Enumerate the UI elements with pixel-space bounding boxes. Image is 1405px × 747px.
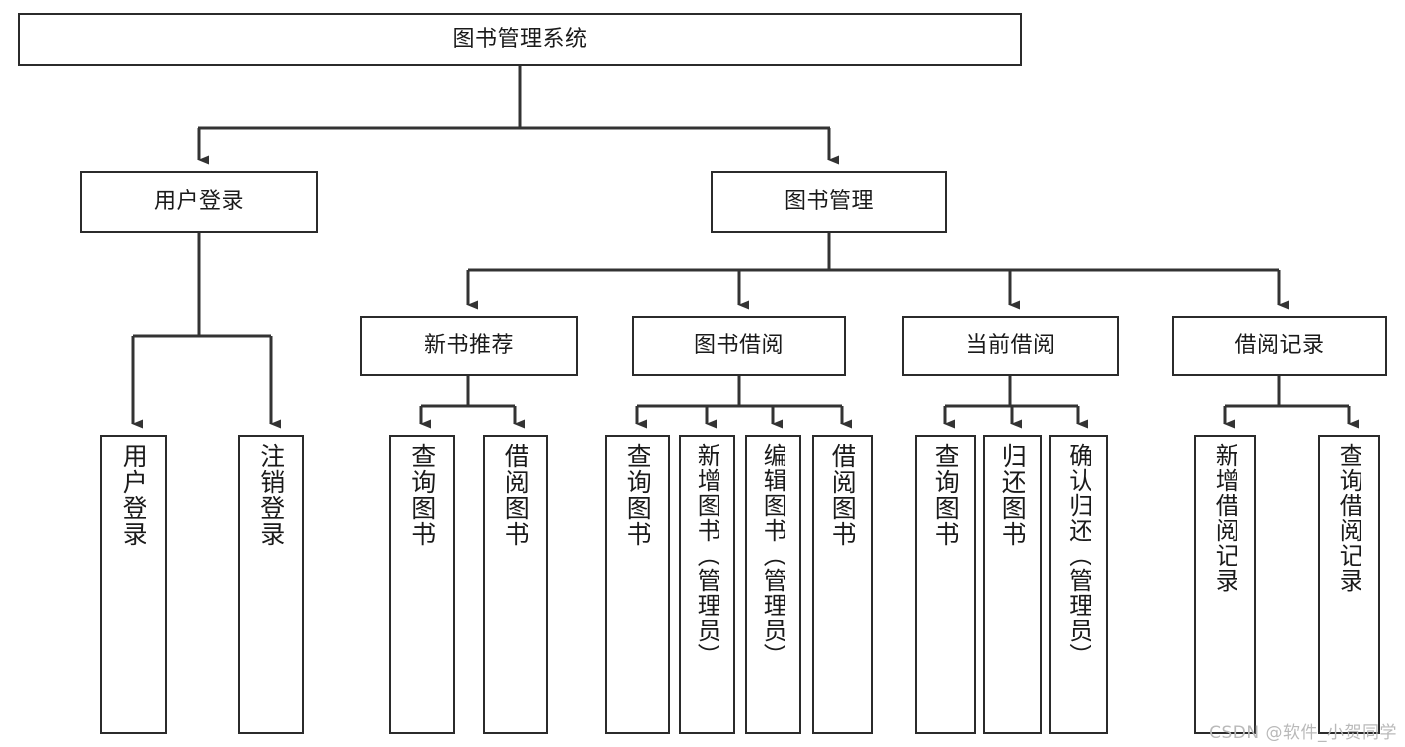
node-root[interactable]: 图书管理系统: [18, 13, 1022, 66]
leaf-add-record-label: 新增借阅记录: [1212, 443, 1238, 593]
leaf-borrow-book-2-label: 借阅图书: [829, 443, 856, 547]
leaf-query-book-2-label: 查询图书: [624, 443, 651, 547]
node-borrow-records[interactable]: 借阅记录: [1172, 316, 1387, 376]
leaf-query-book-1[interactable]: 查询图书: [389, 435, 455, 734]
node-user-login[interactable]: 用户登录: [80, 171, 318, 233]
leaf-edit-book-label: 编辑图书（管理员）: [760, 443, 786, 668]
leaf-return-book[interactable]: 归还图书: [983, 435, 1042, 734]
node-new-book-recommend[interactable]: 新书推荐: [360, 316, 578, 376]
leaf-query-book-1-label: 查询图书: [409, 443, 435, 547]
leaf-confirm-return[interactable]: 确认归还（管理员）: [1049, 435, 1108, 734]
leaf-user-login-label: 用户登录: [120, 443, 147, 547]
node-user-login-label: 用户登录: [153, 189, 244, 215]
leaf-add-record[interactable]: 新增借阅记录: [1194, 435, 1256, 734]
csdn-watermark: CSDN @软件_小贺同学: [1209, 723, 1397, 743]
leaf-logout-label: 注销登录: [258, 443, 284, 547]
node-new-book-recommend-label: 新书推荐: [423, 333, 514, 359]
leaf-query-record[interactable]: 查询借阅记录: [1318, 435, 1380, 734]
node-root-label: 图书管理系统: [452, 26, 588, 52]
leaf-borrow-book-1[interactable]: 借阅图书: [483, 435, 548, 734]
leaf-borrow-book-2[interactable]: 借阅图书: [812, 435, 873, 734]
leaf-query-record-label: 查询借阅记录: [1336, 443, 1362, 593]
leaf-query-book-3[interactable]: 查询图书: [915, 435, 976, 734]
leaf-edit-book[interactable]: 编辑图书（管理员）: [745, 435, 801, 734]
leaf-borrow-book-1-label: 借阅图书: [502, 443, 529, 547]
node-book-borrow[interactable]: 图书借阅: [632, 316, 846, 376]
node-current-borrow-label: 当前借阅: [965, 333, 1056, 359]
leaf-user-login[interactable]: 用户登录: [100, 435, 167, 734]
node-current-borrow[interactable]: 当前借阅: [902, 316, 1119, 376]
node-book-management-label: 图书管理: [783, 189, 874, 215]
leaf-add-book[interactable]: 新增图书（管理员）: [679, 435, 735, 734]
leaf-confirm-return-label: 确认归还（管理员）: [1066, 443, 1091, 668]
leaf-logout[interactable]: 注销登录: [238, 435, 304, 734]
leaf-return-book-label: 归还图书: [999, 443, 1026, 547]
node-book-management[interactable]: 图书管理: [711, 171, 947, 233]
node-book-borrow-label: 图书借阅: [693, 333, 784, 359]
node-borrow-records-label: 借阅记录: [1234, 333, 1325, 359]
leaf-query-book-3-label: 查询图书: [932, 443, 959, 547]
leaf-query-book-2[interactable]: 查询图书: [605, 435, 670, 734]
leaf-add-book-label: 新增图书（管理员）: [694, 443, 720, 668]
